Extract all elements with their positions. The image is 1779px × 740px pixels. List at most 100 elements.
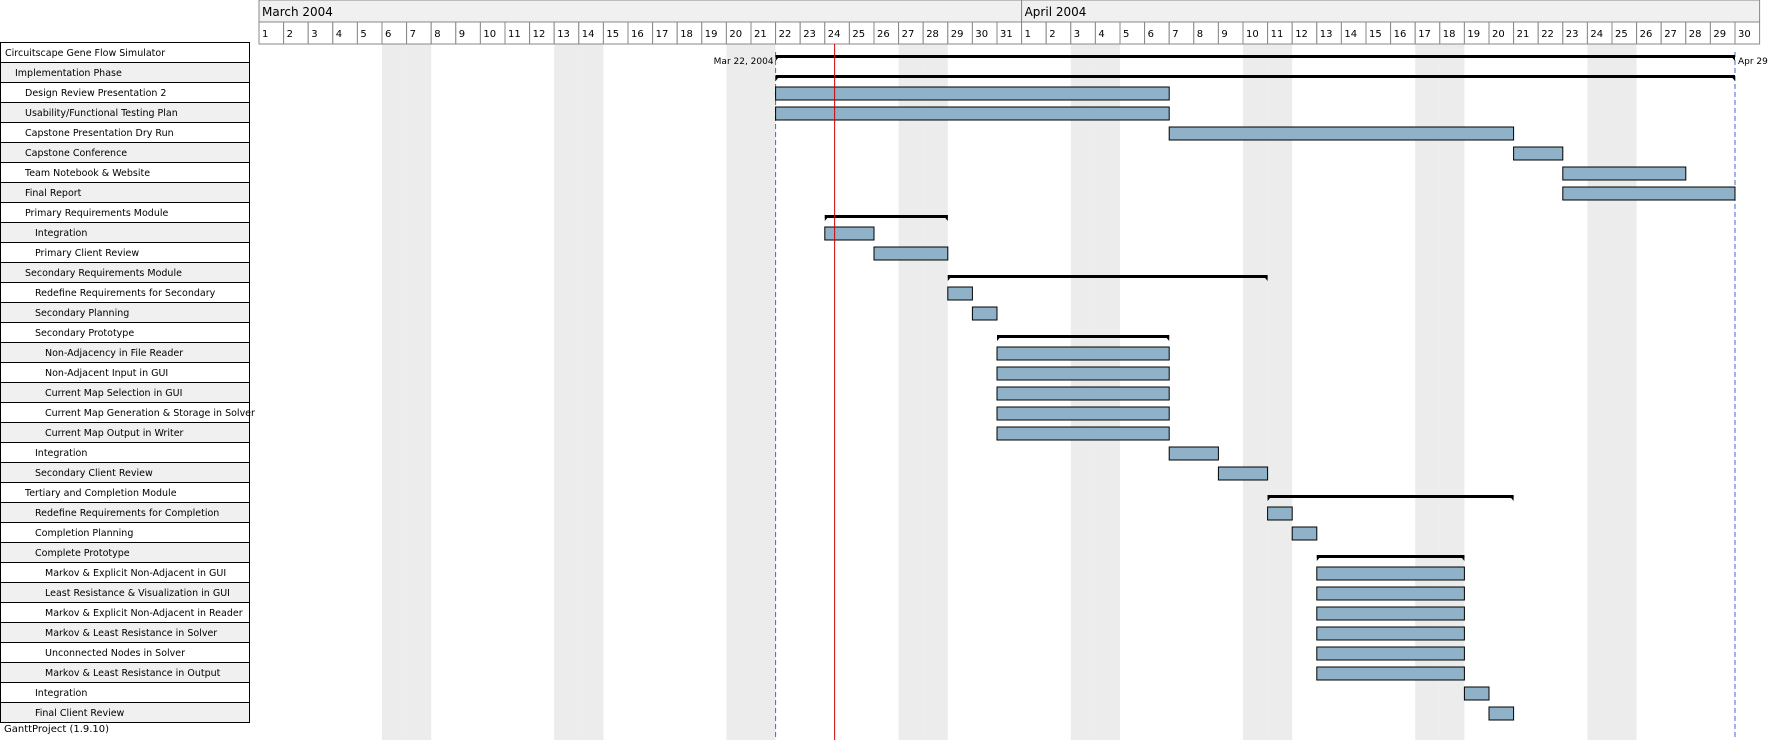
task-row[interactable]: Capstone Conference <box>0 142 250 163</box>
task-bar[interactable] <box>873 246 949 261</box>
task-row[interactable]: Usability/Functional Testing Plan <box>0 102 250 123</box>
day-label: 26 <box>1640 29 1653 40</box>
day-label: 24 <box>1590 29 1603 40</box>
footer-version: GanttProject (1.9.10) <box>4 724 110 735</box>
month-label-0: March 2004 <box>262 5 333 19</box>
task-row[interactable]: Markov & Explicit Non-Adjacent in Reader <box>0 602 250 623</box>
task-row[interactable]: Current Map Output in Writer <box>0 422 250 443</box>
day-label: 28 <box>926 29 939 40</box>
task-row[interactable]: Completion Planning <box>0 522 250 543</box>
task-row[interactable]: Primary Client Review <box>0 242 250 263</box>
weekend-column <box>1587 22 1612 740</box>
task-row-cell[interactable] <box>0 702 250 723</box>
task-row[interactable]: Secondary Prototype <box>0 322 250 343</box>
task-bar[interactable] <box>1488 706 1515 721</box>
task-row[interactable]: Primary Requirements Module <box>0 202 250 223</box>
task-row[interactable]: Capstone Presentation Dry Run <box>0 122 250 143</box>
task-bar[interactable] <box>1316 606 1465 621</box>
weekend-column <box>1243 22 1268 740</box>
task-list: Circuitscape Gene Flow SimulatorImplemen… <box>0 42 256 723</box>
task-bar[interactable] <box>1168 446 1219 461</box>
task-bar[interactable] <box>1513 146 1564 161</box>
summary-bar[interactable] <box>775 75 1735 81</box>
task-bar[interactable] <box>1168 126 1515 141</box>
summary-bar-line[interactable] <box>1267 495 1514 498</box>
summary-bar-line[interactable] <box>947 275 1268 278</box>
task-row[interactable]: Redefine Requirements for Completion <box>0 502 250 523</box>
day-label: 26 <box>877 29 890 40</box>
task-row[interactable]: Circuitscape Gene Flow Simulator <box>0 42 250 63</box>
task-row[interactable]: Integration <box>0 222 250 243</box>
task-bar[interactable] <box>1562 186 1736 201</box>
task-bar[interactable] <box>996 366 1170 381</box>
task-bar[interactable] <box>971 306 998 321</box>
summary-bar-line[interactable] <box>775 75 1735 78</box>
task-bar[interactable] <box>775 106 1170 121</box>
task-row[interactable]: Complete Prototype <box>0 542 250 563</box>
task-row[interactable]: Secondary Requirements Module <box>0 262 250 283</box>
summary-bar-start-cap <box>775 75 781 81</box>
task-bar[interactable] <box>1562 166 1687 181</box>
task-row[interactable]: Team Notebook & Website <box>0 162 250 183</box>
day-label: 15 <box>1369 29 1382 40</box>
weekend-column <box>923 22 948 740</box>
day-label: 21 <box>1517 29 1530 40</box>
summary-bar-line[interactable] <box>997 335 1170 338</box>
task-bar[interactable] <box>947 286 973 301</box>
summary-bar-line[interactable] <box>1316 555 1465 558</box>
day-cell[interactable] <box>1734 21 1761 45</box>
task-bar[interactable] <box>775 86 1170 101</box>
summary-bar[interactable] <box>947 275 1268 281</box>
task-bar[interactable] <box>1291 526 1318 541</box>
summary-bar[interactable] <box>1267 495 1514 501</box>
summary-bar[interactable] <box>997 335 1170 341</box>
summary-bar-line[interactable] <box>824 215 948 218</box>
summary-bar[interactable] <box>824 215 948 221</box>
task-row[interactable]: Final Client Review <box>0 702 250 723</box>
task-row[interactable]: Non-Adjacency in File Reader <box>0 342 250 363</box>
task-row[interactable]: Final Report <box>0 182 250 203</box>
task-row[interactable]: Tertiary and Completion Module <box>0 482 250 503</box>
task-row[interactable]: Secondary Client Review <box>0 462 250 483</box>
task-row[interactable]: Unconnected Nodes in Solver <box>0 642 250 663</box>
summary-bar-line[interactable] <box>775 55 1735 58</box>
task-name: Unconnected Nodes in Solver <box>45 648 185 659</box>
task-row[interactable]: Markov & Explicit Non-Adjacent in GUI <box>0 562 250 583</box>
task-row[interactable]: Integration <box>0 442 250 463</box>
task-bar[interactable] <box>996 386 1170 401</box>
task-bar[interactable] <box>996 426 1170 441</box>
task-bar[interactable] <box>1267 506 1293 521</box>
task-bar[interactable] <box>1316 666 1465 681</box>
weekend-column <box>1095 22 1120 740</box>
day-label: 17 <box>1418 29 1431 40</box>
task-bar[interactable] <box>1316 626 1465 641</box>
task-row[interactable]: Current Map Generation & Storage in Solv… <box>0 402 256 423</box>
task-bar[interactable] <box>1316 646 1465 661</box>
task-bars <box>775 55 1736 721</box>
summary-bar-end-cap <box>1164 335 1170 341</box>
day-label: 18 <box>680 29 693 40</box>
task-row[interactable]: Design Review Presentation 2 <box>0 82 250 103</box>
day-label: 10 <box>483 29 496 40</box>
task-row[interactable]: Markov & Least Resistance in Output <box>0 662 250 683</box>
task-row[interactable]: Current Map Selection in GUI <box>0 382 250 403</box>
task-bar[interactable] <box>824 226 875 241</box>
task-row[interactable]: Integration <box>0 682 250 703</box>
task-bar[interactable] <box>1217 466 1269 481</box>
task-bar[interactable] <box>996 406 1170 421</box>
task-row[interactable]: Implementation Phase <box>0 62 250 83</box>
summary-bar-end-cap <box>1262 275 1268 281</box>
task-bar[interactable] <box>1316 586 1465 601</box>
task-bar[interactable] <box>1463 686 1490 701</box>
task-row[interactable]: Redefine Requirements for Secondary <box>0 282 250 303</box>
task-row[interactable]: Markov & Least Resistance in Solver <box>0 622 250 643</box>
task-bar[interactable] <box>1316 566 1465 581</box>
task-row[interactable]: Secondary Planning <box>0 302 250 323</box>
task-row[interactable]: Least Resistance & Visualization in GUI <box>0 582 250 603</box>
task-bar[interactable] <box>996 346 1170 361</box>
summary-bar[interactable] <box>775 55 1735 61</box>
summary-bar[interactable] <box>1316 555 1465 561</box>
task-row[interactable]: Non-Adjacent Input in GUI <box>0 362 250 383</box>
task-name: Markov & Least Resistance in Solver <box>45 628 217 639</box>
